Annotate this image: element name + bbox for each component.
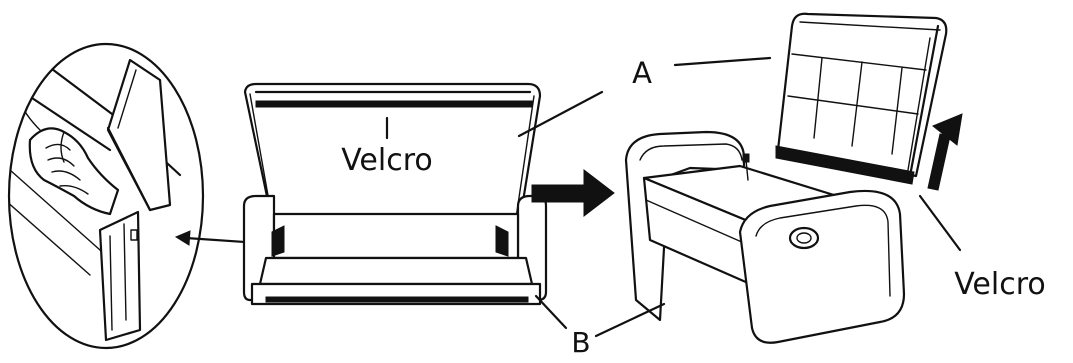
velcro-label-top: Velcro <box>341 143 433 178</box>
leader-line-b-left <box>534 294 568 330</box>
sofa-side-view <box>624 130 906 344</box>
label-b: B <box>571 326 590 358</box>
leader-line-b-right <box>594 302 666 338</box>
label-a: A <box>632 56 652 90</box>
backrest-panel-a <box>775 12 948 185</box>
velcro-label-right: Velcro <box>954 267 1046 302</box>
sofa-front-view <box>242 82 548 306</box>
detail-magnifier <box>7 42 205 350</box>
big-arrow-right <box>531 168 615 218</box>
leader-line-a-backrest <box>673 56 772 67</box>
leader-line-a-sofa <box>517 90 604 138</box>
up-arrow <box>927 113 963 191</box>
leader-line-velcro <box>918 194 962 252</box>
